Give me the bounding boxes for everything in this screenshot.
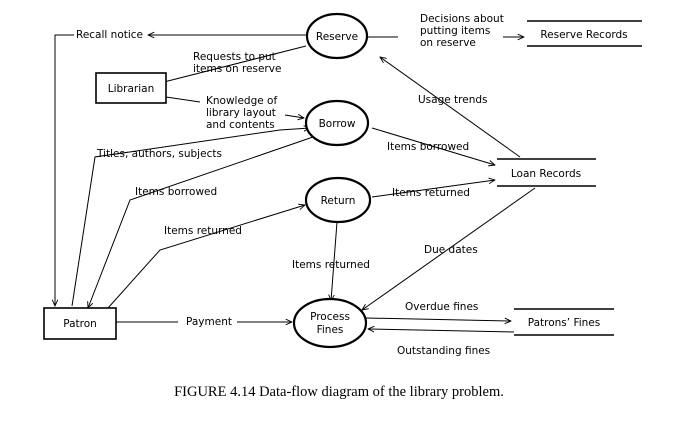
label-outstanding-fines: Outstanding fines — [397, 345, 490, 357]
store-patrons-fines: Patrons’ Fines — [514, 308, 614, 336]
label-decisions-line2: putting items — [420, 25, 490, 37]
process-return: Return — [304, 176, 372, 224]
label-titles: Titles, authors, subjects — [96, 148, 222, 160]
label-overdue-fines: Overdue fines — [405, 301, 478, 313]
label-items-returned-center: Items returned — [292, 259, 370, 271]
flow-usage-trends — [380, 57, 521, 158]
process-reserve-label: Reserve — [316, 31, 358, 43]
flow-overdue-fines — [365, 317, 511, 321]
process-fines-label-line2: Fines — [317, 324, 344, 336]
process-borrow: Borrow — [304, 99, 370, 147]
process-reserve: Reserve — [305, 12, 369, 60]
label-knowledge-line1: Knowledge of — [206, 95, 277, 107]
label-decisions-line1: Decisions about — [420, 13, 504, 25]
flow-items-returned-left — [107, 205, 305, 309]
label-requests-line1: Requests to put — [193, 51, 276, 63]
entity-patron: Patron — [43, 307, 117, 340]
entity-librarian: Librarian — [95, 72, 167, 104]
flow-items-borrowed-right — [371, 127, 495, 165]
process-return-label: Return — [321, 195, 356, 207]
flow-recall-notice-tail — [55, 34, 74, 306]
flow-lines — [55, 34, 536, 333]
label-knowledge-line2: library layout — [206, 107, 276, 119]
label-usage-trends: Usage trends — [418, 94, 488, 106]
flow-items-returned-right — [371, 180, 495, 198]
figure-caption: FIGURE 4.14 Data-flow diagram of the lib… — [174, 384, 504, 400]
flow-requests — [159, 45, 307, 84]
flow-due-dates — [362, 187, 536, 310]
flow-outstanding-fines — [368, 329, 515, 333]
flow-items-borrowed-left — [88, 136, 314, 308]
store-loan-records: Loan Records — [497, 158, 596, 187]
process-fines: Process Fines — [292, 297, 368, 349]
label-items-returned-right: Items returned — [392, 187, 470, 199]
label-requests-line2: items on reserve — [193, 63, 281, 75]
store-reserve-records-label: Reserve Records — [540, 29, 627, 41]
label-due-dates: Due dates — [424, 244, 478, 256]
process-fines-label-line1: Process — [310, 311, 350, 323]
entity-patron-label: Patron — [63, 318, 97, 330]
entity-librarian-label: Librarian — [108, 83, 155, 95]
flow-knowledge — [165, 96, 201, 103]
label-items-borrowed-right: Items borrowed — [387, 141, 469, 153]
label-items-returned-left: Items returned — [164, 225, 242, 237]
label-payment: Payment — [186, 316, 232, 328]
store-loan-records-label: Loan Records — [511, 168, 581, 180]
flow-knowledge-tail — [284, 115, 304, 118]
flow-items-returned-center — [331, 221, 338, 301]
label-recall-notice: Recall notice — [76, 29, 143, 41]
flow-titles — [71, 128, 310, 307]
process-borrow-label: Borrow — [319, 118, 356, 130]
store-reserve-records: Reserve Records — [527, 20, 642, 47]
store-patrons-fines-label: Patrons’ Fines — [528, 317, 601, 329]
label-items-borrowed-left: Items borrowed — [135, 186, 217, 198]
label-decisions-line3: on reserve — [420, 37, 476, 49]
flow-labels: Recall notice Requests to put items on r… — [76, 13, 504, 357]
label-knowledge-line3: and contents — [206, 119, 275, 131]
